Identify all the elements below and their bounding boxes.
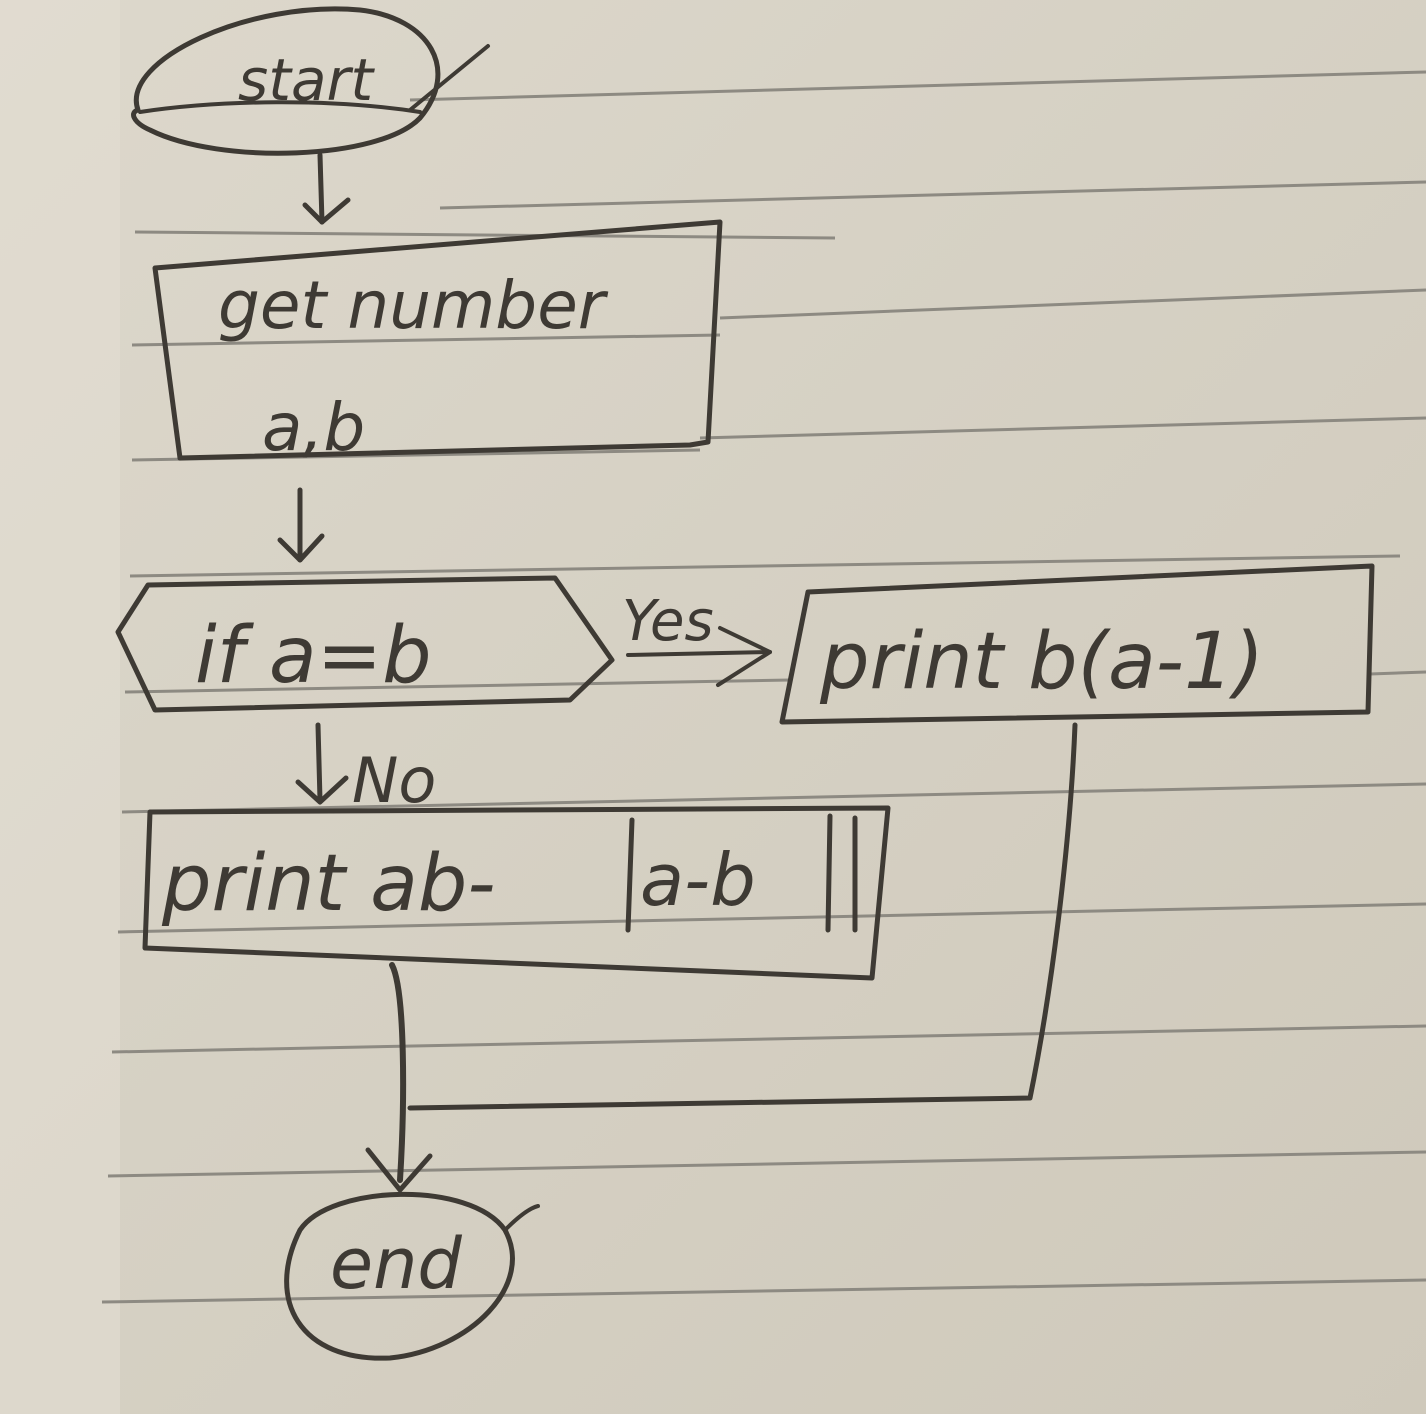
no-output-label-left: print ab- <box>161 839 496 929</box>
start-node: start <box>131 6 490 156</box>
input-label-line2: a,b <box>262 389 365 466</box>
arrow-yes: Yes <box>622 589 772 687</box>
ruled-line <box>134 230 836 240</box>
arrow-start-to-input <box>302 152 351 225</box>
ruled-line <box>699 416 1426 440</box>
arrow-no: No <box>295 722 436 817</box>
ruled-line <box>131 333 721 347</box>
connector-yes-to-end <box>407 722 1078 1111</box>
ruled-line <box>409 70 1426 102</box>
ruled-line <box>129 554 1401 578</box>
ruled-line <box>107 1150 1426 1178</box>
no-output-label-right: a-b <box>640 838 756 922</box>
ruled-line <box>117 902 1426 934</box>
ruled-line <box>121 782 1426 814</box>
ruled-line <box>439 180 1426 210</box>
end-label: end <box>330 1223 462 1305</box>
input-node: get number a,b <box>152 219 723 466</box>
start-label: start <box>238 46 375 114</box>
ruled-line <box>101 1278 1426 1304</box>
decision-node: if a=b <box>115 575 615 713</box>
yes-output-node: print b(a-1) <box>779 563 1375 725</box>
ruled-line <box>111 1024 1426 1054</box>
decision-label: if a=b <box>195 611 432 701</box>
ruled-lines <box>101 70 1426 1304</box>
ruled-line <box>719 288 1426 320</box>
arrow-input-to-decision <box>277 487 325 563</box>
input-label-line1: get number <box>218 267 609 344</box>
no-output-node: print ab- a-b <box>142 805 891 981</box>
ruled-line <box>124 678 791 694</box>
end-node: end <box>284 1191 540 1361</box>
no-label: No <box>352 744 436 817</box>
yes-output-label: print b(a-1) <box>819 617 1264 707</box>
ruled-line <box>1369 670 1426 676</box>
connector-no-to-end <box>365 962 433 1193</box>
yes-label: Yes <box>622 589 714 654</box>
page-margin <box>0 0 120 1414</box>
